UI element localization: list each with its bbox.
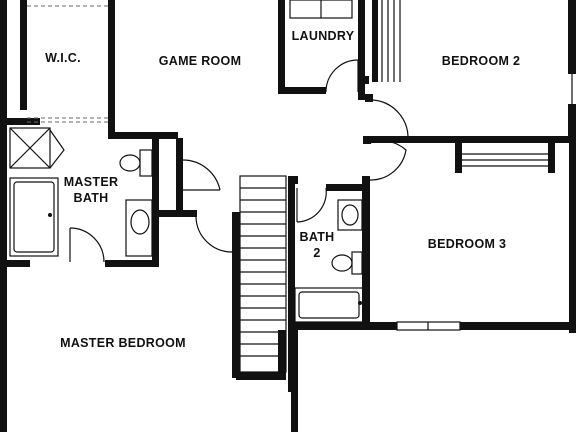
label-wic: W.I.C. [45, 51, 81, 65]
label-game-room: GAME ROOM [159, 54, 242, 68]
label-bedroom-2: BEDROOM 2 [442, 54, 520, 68]
label-bath-2-line2: 2 [313, 246, 320, 260]
room-labels: W.I.C. GAME ROOM LAUNDRY BEDROOM 2 MASTE… [45, 29, 520, 350]
stairs [239, 175, 287, 373]
label-bath-2-line1: BATH [300, 230, 335, 244]
label-bedroom-3: BEDROOM 3 [428, 237, 506, 251]
label-master-bath-line2: BATH [74, 191, 109, 205]
fixtures [9, 0, 573, 373]
label-master-bedroom: MASTER BEDROOM [60, 336, 186, 350]
label-laundry: LAUNDRY [292, 29, 355, 43]
label-master-bath-line1: MASTER [64, 175, 119, 189]
